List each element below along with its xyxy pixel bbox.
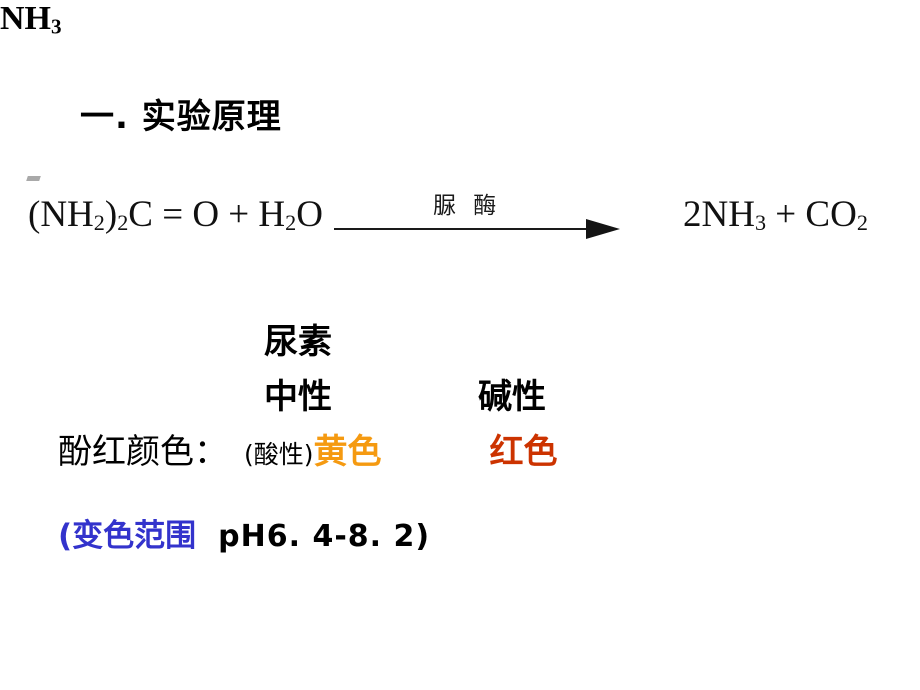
- equation-products: 2NH3 + CO2: [683, 194, 868, 235]
- phenol-red-color-line: 酚红颜色： (酸性)黄色 红色: [58, 435, 558, 469]
- transition-range-ph-value: pH6. 4-8. 2): [218, 519, 431, 554]
- transition-range-line: (变色范围 pH6. 4-8. 2): [58, 521, 430, 552]
- basic-color-name: 红色: [489, 432, 558, 472]
- species-label-urea: 尿素: [264, 322, 332, 362]
- acidic-note: (酸性): [244, 440, 314, 469]
- page-title: 一. 实验原理: [80, 97, 282, 137]
- arrow-shaft-icon: [334, 228, 596, 230]
- reaction-arrow-group: 脲 酶: [328, 186, 628, 244]
- equation-catalyst-label: 脲 酶: [433, 193, 502, 219]
- phenol-red-label: 酚红颜色：: [58, 432, 228, 472]
- property-label-alkaline: 碱性: [478, 377, 546, 417]
- transition-range-prefix: (变色范围: [58, 518, 197, 554]
- species-label-ammonia: NH3: [0, 0, 62, 39]
- equation-reactants: (NH2)2C = O + H2O: [28, 194, 323, 235]
- arrow-head-icon: [586, 219, 620, 239]
- scan-artifact-mark: [26, 176, 41, 181]
- reaction-equation: (NH2)2C = O + H2O 脲 酶 2NH3 + CO2: [28, 186, 898, 248]
- acidic-color-name: 黄色: [313, 432, 382, 472]
- property-label-neutral: 中性: [264, 377, 332, 417]
